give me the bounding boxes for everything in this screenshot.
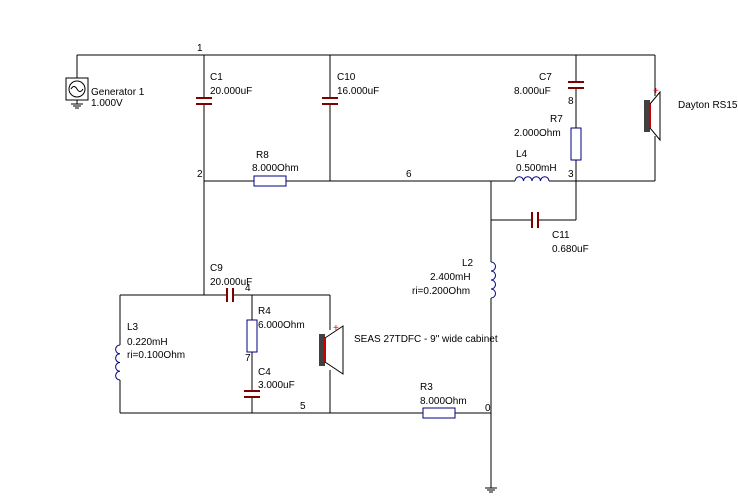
speaker-dayton-rs15[interactable]: + Dayton RS15 [644,86,738,142]
resistor-r3[interactable]: R3 8.000Ohm [420,382,467,419]
capacitor-c1[interactable]: C1 20.000uF [196,72,252,105]
resistor-r4[interactable]: R4 6.000Ohm [246,306,305,353]
generator-1[interactable]: Generator 1 1.000V [65,77,145,109]
c1-name: C1 [210,72,223,83]
node-3-label: 3 [568,169,574,180]
l4-name: L4 [516,149,528,160]
c10-name: C10 [337,72,356,83]
l3-value: 0.220mH [127,337,168,348]
c4-name: C4 [258,367,271,378]
node-5-label: 5 [300,401,306,412]
resistor-r8[interactable]: R8 8.000Ohm [252,150,299,187]
c9-name: C9 [210,263,223,274]
r4-value: 6.000Ohm [258,320,305,331]
r4-name: R4 [258,306,271,317]
node-6-label: 6 [406,169,412,180]
capacitor-c4[interactable]: C4 3.000uF [244,367,295,398]
ground-icon [485,487,497,493]
inductor-l4[interactable]: L4 0.500mH [514,149,557,182]
node-2-label: 2 [197,169,203,180]
c7-name: C7 [539,72,552,83]
c7-value: 8.000uF [514,86,551,97]
r3-name: R3 [420,382,433,393]
l3-ri: ri=0.100Ohm [127,350,185,361]
capacitor-c7[interactable]: C7 8.000uF [514,72,584,97]
node-7-label: 7 [245,353,251,364]
tweeter-name: Dayton RS15 [678,100,738,111]
speaker-seas-27tdfc[interactable]: + SEAS 27TDFC - 9" wide cabinet [319,323,498,375]
c9-value: 20.000uF [210,277,252,288]
wires [76,54,656,488]
tweeter-polarity: + [653,86,659,97]
l2-value: 2.400mH [430,272,471,283]
node-0-label: 0 [485,403,491,414]
r8-name: R8 [256,150,269,161]
l3-name: L3 [127,322,139,333]
generator-value: 1.000V [91,98,123,109]
c1-value: 20.000uF [210,86,252,97]
node-1-label: 1 [197,43,203,54]
inductor-l2[interactable]: L2 2.400mH ri=0.200Ohm [412,258,496,299]
speaker-icon [644,90,661,142]
r7-value: 2.000Ohm [514,128,561,139]
l2-ri: ri=0.200Ohm [412,286,470,297]
speaker-icon [319,325,344,375]
r8-value: 8.000Ohm [252,163,299,174]
l2-name: L2 [462,258,474,269]
inductor-l3[interactable]: L3 0.220mH ri=0.100Ohm [115,322,185,381]
l4-value: 0.500mH [516,163,557,174]
generator-name: Generator 1 [91,87,145,98]
resistor-r7[interactable]: R7 2.000Ohm [514,114,582,161]
woofer-name: SEAS 27TDFC - 9" wide cabinet [354,334,498,345]
c4-value: 3.000uF [258,380,295,391]
capacitor-c9[interactable]: C9 20.000uF [210,263,252,302]
capacitor-c10[interactable]: C10 16.000uF [322,72,379,105]
c10-value: 16.000uF [337,86,379,97]
r3-value: 8.000Ohm [420,396,467,407]
node-4-label: 4 [245,283,251,294]
node-labels: 1 2 6 3 8 4 7 5 0 [197,43,574,414]
capacitor-c11[interactable]: C11 0.680uF [531,212,589,255]
node-8-label: 8 [568,96,574,107]
c11-value: 0.680uF [552,244,589,255]
c11-name: C11 [552,230,570,241]
r7-name: R7 [550,114,563,125]
woofer-polarity: + [333,323,339,334]
